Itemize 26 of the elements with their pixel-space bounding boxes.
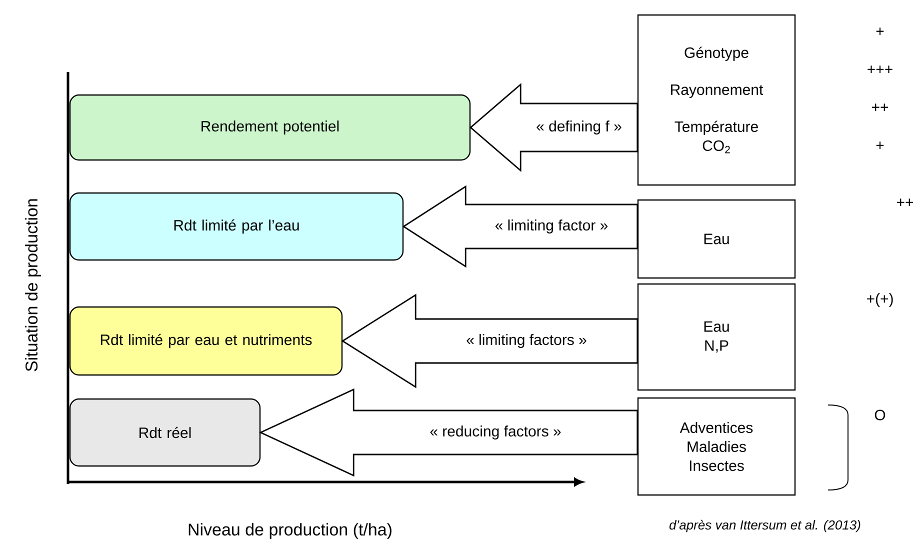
edge-label: « limiting factors »	[466, 334, 586, 348]
block-arrow	[470, 82, 638, 172]
rating-label: +++	[868, 66, 892, 74]
yield-box: Rdt limité par l’eau	[69, 192, 404, 261]
axis-label: Niveau de production (t/ha)	[188, 523, 392, 539]
factor-box: Eau N,P	[637, 283, 796, 391]
rating-label: ++	[896, 198, 914, 206]
yield-box: Rendement potentiel	[69, 94, 471, 161]
rating-label: +	[876, 28, 884, 36]
factor-box: Génotype Rayonnement Température CO$_{2}$	[637, 14, 796, 186]
rating-label: +	[876, 142, 884, 150]
block-arrow	[402, 185, 638, 268]
edge-label: « limiting factor »	[495, 220, 608, 234]
edge-label: « defining f »	[536, 120, 622, 134]
factor-box: Adventices Maladies Insectes	[637, 397, 796, 496]
source-note: d’après van Ittersum et al. (2013)	[669, 520, 860, 532]
block-arrow	[341, 294, 638, 388]
block-arrow	[258, 388, 638, 477]
axis-label: Situation de production	[25, 199, 41, 372]
yield-box: Rdt limité par eau et nutriments	[69, 306, 343, 376]
rating-label: ++	[872, 104, 888, 112]
yield-box: Rdt réel	[69, 398, 261, 467]
edge-label: « reducing factors »	[430, 426, 561, 440]
factor-box: Eau	[637, 199, 796, 279]
rating-label: O	[874, 410, 886, 420]
rating-label: +(+)	[867, 293, 893, 307]
